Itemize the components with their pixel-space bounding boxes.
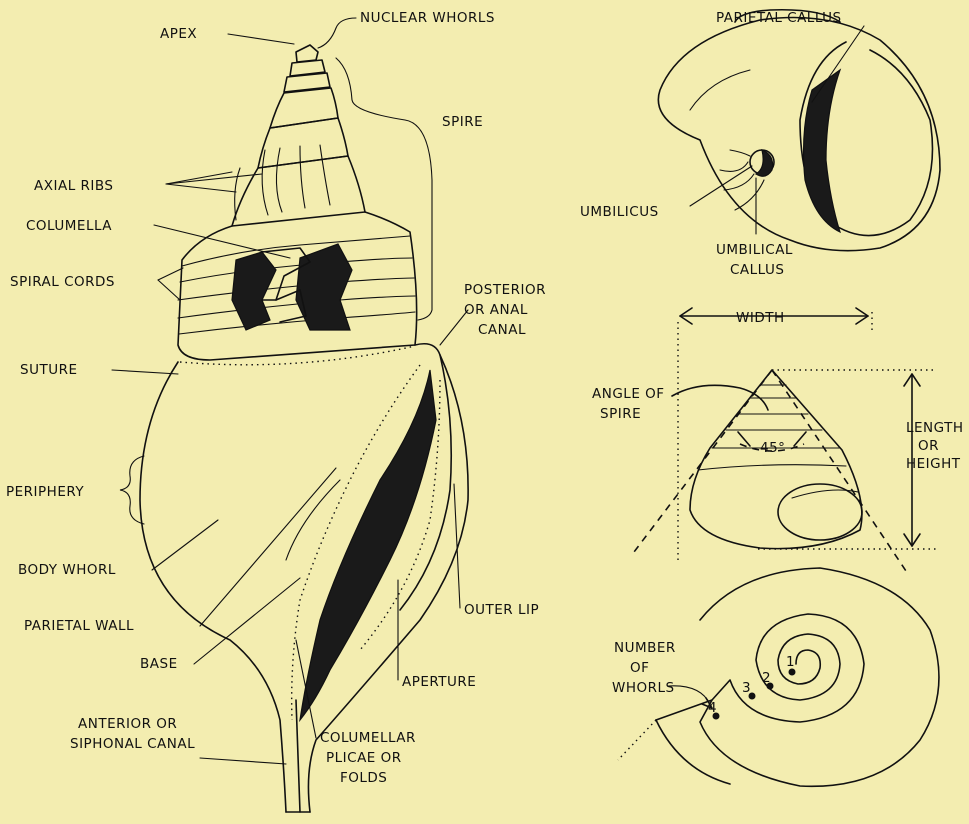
label-parietal-callus: PARIETAL CALLUS [716, 10, 842, 26]
label-number-1: NUMBER [614, 640, 676, 656]
label-width: WIDTH [736, 310, 785, 326]
label-posterior-2: OR ANAL [464, 302, 528, 318]
label-angle-value: 45° [760, 440, 785, 456]
label-anterior-1: ANTERIOR OR [78, 716, 177, 732]
leader-lines [112, 18, 468, 764]
whorl-count-2: 2 [762, 670, 771, 686]
label-angle-1: ANGLE OF [592, 386, 665, 402]
label-umbilicus: UMBILICUS [580, 204, 659, 220]
umbilicus-shell-drawing [658, 10, 940, 251]
label-posterior-3: CANAL [478, 322, 526, 338]
label-nuclear-whorls: NUCLEAR WHORLS [360, 10, 495, 26]
label-outer-lip: OUTER LIP [464, 602, 539, 618]
label-length-2: OR [918, 438, 939, 454]
label-apex: APEX [160, 26, 197, 42]
label-body-whorl: BODY WHORL [18, 562, 116, 578]
label-aperture: APERTURE [402, 674, 476, 690]
label-axial-ribs: AXIAL RIBS [34, 178, 113, 194]
label-spiral-cords: SPIRAL CORDS [10, 274, 115, 290]
label-spire: SPIRE [442, 114, 483, 130]
label-plicae-1: COLUMELLAR [320, 730, 416, 746]
label-posterior-1: POSTERIOR [464, 282, 546, 298]
label-plicae-3: FOLDS [340, 770, 387, 786]
label-length-3: HEIGHT [906, 456, 961, 472]
label-periphery: PERIPHERY [6, 484, 84, 500]
label-columella: COLUMELLA [26, 218, 112, 234]
label-number-3: WHORLS [612, 680, 675, 696]
label-angle-2: SPIRE [600, 406, 641, 422]
main-shell-drawing [140, 45, 468, 812]
label-suture: SUTURE [20, 362, 78, 378]
label-plicae-2: PLICAE OR [326, 750, 402, 766]
whorl-count-4: 4 [708, 700, 717, 716]
whorl-count-3: 3 [742, 680, 751, 696]
label-umbilical-callus-1: UMBILICAL [716, 242, 793, 258]
spiral-whorls-drawing [618, 568, 939, 786]
label-umbilical-callus-2: CALLUS [730, 262, 784, 278]
label-anterior-2: SIPHONAL CANAL [70, 736, 195, 752]
label-base: BASE [140, 656, 178, 672]
whorl-count-1: 1 [786, 654, 795, 670]
label-length-1: LENGTH [906, 420, 964, 436]
label-parietal-wall: PARIETAL WALL [24, 618, 134, 634]
label-number-2: OF [630, 660, 649, 676]
